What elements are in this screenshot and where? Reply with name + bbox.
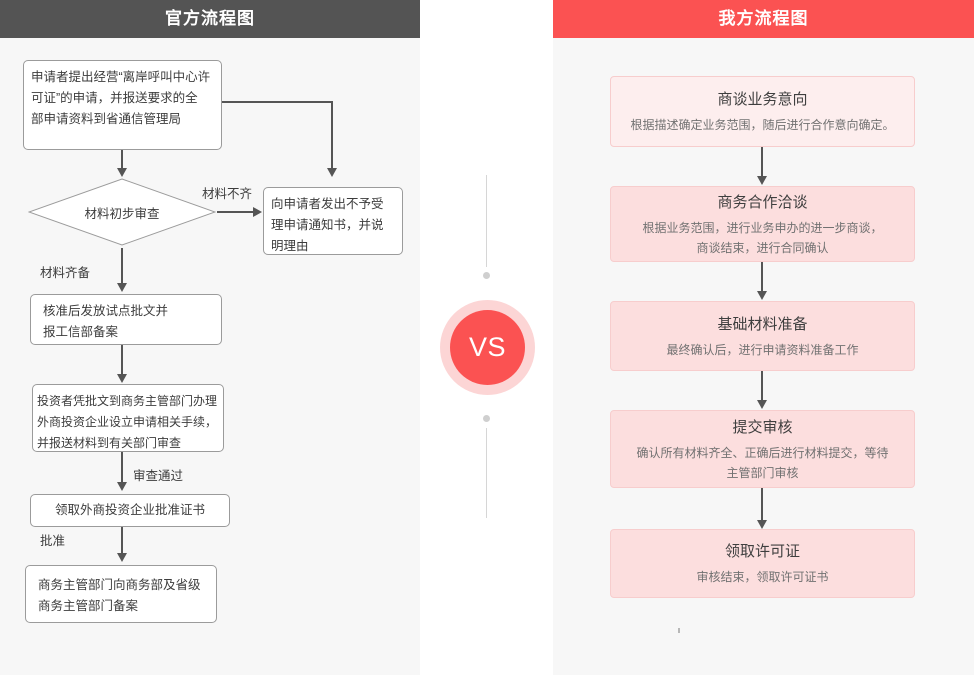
node-pilot-approval: 核准后发放试点批文并 报工信部备案 bbox=[30, 294, 222, 345]
node-investor-procedure: 投资者凭批文到商务主管部门办理 外商投资企业设立申请相关手续， 并报送材料到有关… bbox=[32, 384, 224, 452]
node-preliminary-review: 材料初步审查 bbox=[28, 178, 216, 246]
card-desc-line: 审核结束，领取许可证书 bbox=[696, 570, 829, 584]
card-description: 审核结束，领取许可证书 bbox=[682, 567, 842, 587]
card-connector-arrow bbox=[757, 176, 767, 185]
connector-arrow bbox=[117, 482, 127, 491]
card-description: 根据描述确定业务范围，随后进行合作意向确定。 bbox=[616, 115, 908, 135]
vs-label: VS bbox=[450, 310, 525, 385]
card-title: 提交审核 bbox=[732, 418, 793, 436]
connector-arrow bbox=[253, 207, 262, 217]
diamond-shape bbox=[28, 178, 216, 246]
connector-line bbox=[217, 211, 254, 213]
connector-line bbox=[222, 101, 332, 103]
card-business-intent[interactable]: 商谈业务意向 根据描述确定业务范围，随后进行合作意向确定。 bbox=[610, 76, 915, 147]
edge-label-complete: 材料齐备 bbox=[40, 266, 91, 280]
card-connector-line bbox=[761, 147, 763, 177]
card-desc-line: 根据描述确定业务范围，随后进行合作意向确定。 bbox=[630, 118, 895, 132]
edge-label-approved: 批准 bbox=[40, 534, 66, 548]
connector-line bbox=[121, 452, 123, 483]
node-line: 外商投资企业设立申请相关手续， bbox=[37, 415, 218, 429]
card-connector-arrow bbox=[757, 291, 767, 300]
card-material-preparation[interactable]: 基础材料准备 最终确认后，进行申请资料准备工作 bbox=[610, 301, 915, 371]
card-submit-review[interactable]: 提交审核 确认所有材料齐全、正确后进行材料提交，等待 主管部门审核 bbox=[610, 410, 915, 488]
connector-line bbox=[121, 150, 123, 169]
node-rejection-notice: 向申请者发出不予受 理申请通知书，并说 明理由 bbox=[263, 187, 403, 255]
card-connector-arrow bbox=[757, 520, 767, 529]
node-line: 明理由 bbox=[271, 239, 309, 253]
connector-arrow bbox=[117, 374, 127, 383]
edge-label-passed: 审查通过 bbox=[133, 469, 184, 483]
official-flow-panel: 官方流程图 申请者提出经营“离岸呼叫中心许 可证”的申请，并报送要求的全 部申请… bbox=[0, 0, 420, 675]
node-line: 向申请者发出不予受 bbox=[271, 197, 384, 211]
edge-label-incomplete: 材料不齐 bbox=[202, 187, 253, 201]
connector-arrow bbox=[327, 168, 337, 177]
card-connector-line bbox=[761, 371, 763, 401]
diamond-label: 材料初步审查 bbox=[84, 206, 160, 221]
card-title: 基础材料准备 bbox=[717, 315, 808, 333]
official-panel-title: 官方流程图 bbox=[0, 0, 420, 38]
card-title: 商谈业务意向 bbox=[717, 91, 808, 108]
connector-line bbox=[331, 101, 333, 169]
divider-dot-bottom bbox=[483, 415, 490, 422]
vs-badge: VS bbox=[440, 300, 535, 395]
card-connector-line bbox=[761, 262, 763, 292]
card-desc-line: 确认所有材料齐全、正确后进行材料提交，等待 bbox=[636, 445, 889, 460]
node-line: 核准后发放试点批文并 bbox=[43, 304, 169, 318]
card-description: 确认所有材料齐全、正确后进行材料提交，等待 主管部门审核 bbox=[622, 443, 902, 483]
connector-line bbox=[121, 248, 123, 284]
node-line: 商务主管部门向商务部及省级 bbox=[38, 578, 201, 592]
connector-line bbox=[121, 345, 123, 375]
node-line: 商务主管部门备案 bbox=[38, 599, 139, 613]
node-line: 理申请通知书，并说 bbox=[271, 218, 384, 232]
node-line: 领取外商投资企业批准证书 bbox=[54, 503, 205, 517]
node-line: 投资者凭批文到商务主管部门办理 bbox=[37, 394, 218, 408]
our-panel-title: 我方流程图 bbox=[553, 0, 974, 38]
decorative-speck bbox=[678, 628, 680, 633]
card-description: 最终确认后，进行申请资料准备工作 bbox=[652, 340, 872, 360]
card-connector-line bbox=[761, 488, 763, 521]
node-record-filing: 商务主管部门向商务部及省级 商务主管部门备案 bbox=[25, 565, 217, 623]
card-desc-line: 根据业务范围，进行业务申办的进一步商谈， bbox=[642, 220, 883, 235]
card-business-negotiation[interactable]: 商务合作洽谈 根据业务范围，进行业务申办的进一步商谈， 商谈结束，进行合同确认 bbox=[610, 186, 915, 262]
card-title: 商务合作洽谈 bbox=[717, 193, 808, 211]
card-desc-line: 最终确认后，进行申请资料准备工作 bbox=[666, 342, 859, 357]
node-receive-certificate: 领取外商投资企业批准证书 bbox=[30, 494, 230, 527]
connector-line bbox=[121, 527, 123, 554]
card-description: 根据业务范围，进行业务申办的进一步商谈， 商谈结束，进行合同确认 bbox=[628, 218, 896, 258]
connector-arrow bbox=[117, 283, 127, 292]
node-line: 报工信部备案 bbox=[43, 325, 119, 339]
node-apply-submit: 申请者提出经营“离岸呼叫中心许 可证”的申请，并报送要求的全 部申请资料到省通信… bbox=[23, 60, 222, 150]
node-line: 可证”的申请，并报送要求的全 bbox=[31, 91, 198, 105]
node-line: 部申请资料到省通信管理局 bbox=[31, 112, 182, 126]
node-line: 并报送材料到有关部门审查 bbox=[37, 436, 182, 450]
card-connector-arrow bbox=[757, 400, 767, 409]
node-line: 申请者提出经营“离岸呼叫中心许 bbox=[31, 70, 211, 84]
divider-line-top bbox=[486, 175, 487, 267]
card-desc-line: 商谈结束，进行合同确认 bbox=[696, 240, 829, 255]
divider-line-bottom bbox=[486, 428, 487, 518]
card-obtain-license[interactable]: 领取许可证 审核结束，领取许可证书 bbox=[610, 529, 915, 598]
card-title: 领取许可证 bbox=[724, 543, 800, 560]
card-desc-line: 主管部门审核 bbox=[726, 465, 799, 480]
connector-arrow bbox=[117, 553, 127, 562]
connector-arrow bbox=[117, 168, 127, 177]
divider-dot-top bbox=[483, 272, 490, 279]
